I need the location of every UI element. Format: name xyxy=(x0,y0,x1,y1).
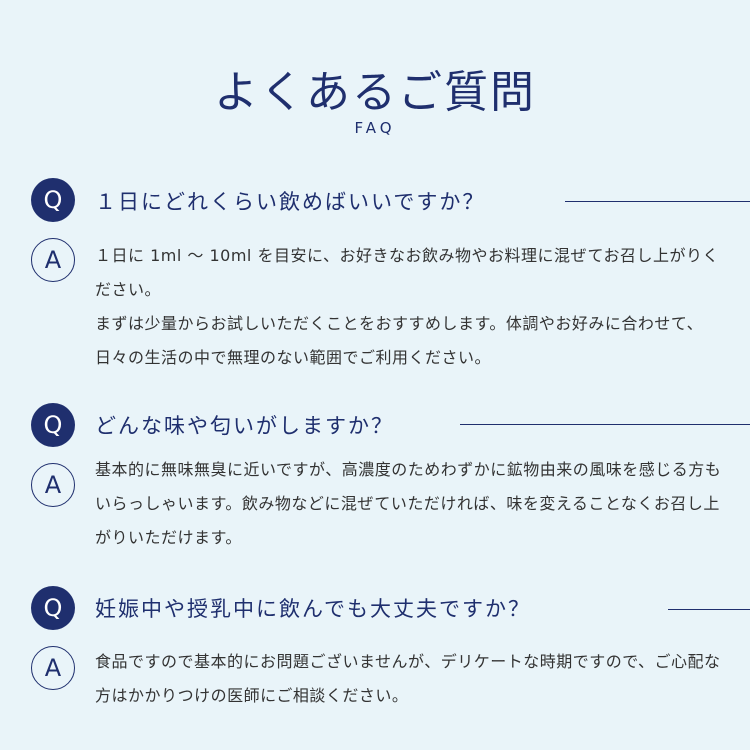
divider xyxy=(565,201,750,202)
faq-question: １日にどれくらい飲めばいいですか？ xyxy=(95,190,486,214)
faq-answer: 食品ですので基本的にお問題ございませんが、デリケートな時期ですので、ご心配な方は… xyxy=(95,645,725,713)
page-subtitle: FAQ xyxy=(354,119,396,137)
divider xyxy=(668,609,750,610)
answer-icon: A xyxy=(31,238,75,282)
faq-question: 妊娠中や授乳中に飲んでも大丈夫ですか？ xyxy=(95,597,531,621)
page-title: よくあるご質問 xyxy=(214,67,536,118)
faq-question: どんな味や匂いがしますか？ xyxy=(95,414,394,438)
question-icon: Q xyxy=(31,403,75,447)
divider xyxy=(460,424,750,425)
answer-paragraph: １日に 1ml 〜 10ml を目安に、お好きなお飲み物やお料理に混ぜてお召し上… xyxy=(95,246,719,299)
faq-answer: １日に 1ml 〜 10ml を目安に、お好きなお飲み物やお料理に混ぜてお召し上… xyxy=(95,239,725,375)
answer-paragraph: まずは少量からお試しいただくことをおすすめします。体調やお好みに合わせて、日々の… xyxy=(95,314,704,367)
question-icon: Q xyxy=(31,586,75,630)
faq-answer: 基本的に無味無臭に近いですが、高濃度のためわずかに鉱物由来の風味を感じる方もいら… xyxy=(95,453,725,555)
answer-icon: A xyxy=(31,646,75,690)
answer-icon: A xyxy=(31,463,75,507)
answer-paragraph: 基本的に無味無臭に近いですが、高濃度のためわずかに鉱物由来の風味を感じる方もいら… xyxy=(95,460,722,547)
answer-paragraph: 食品ですので基本的にお問題ございませんが、デリケートな時期ですので、ご心配な方は… xyxy=(95,652,721,705)
question-icon: Q xyxy=(31,178,75,222)
